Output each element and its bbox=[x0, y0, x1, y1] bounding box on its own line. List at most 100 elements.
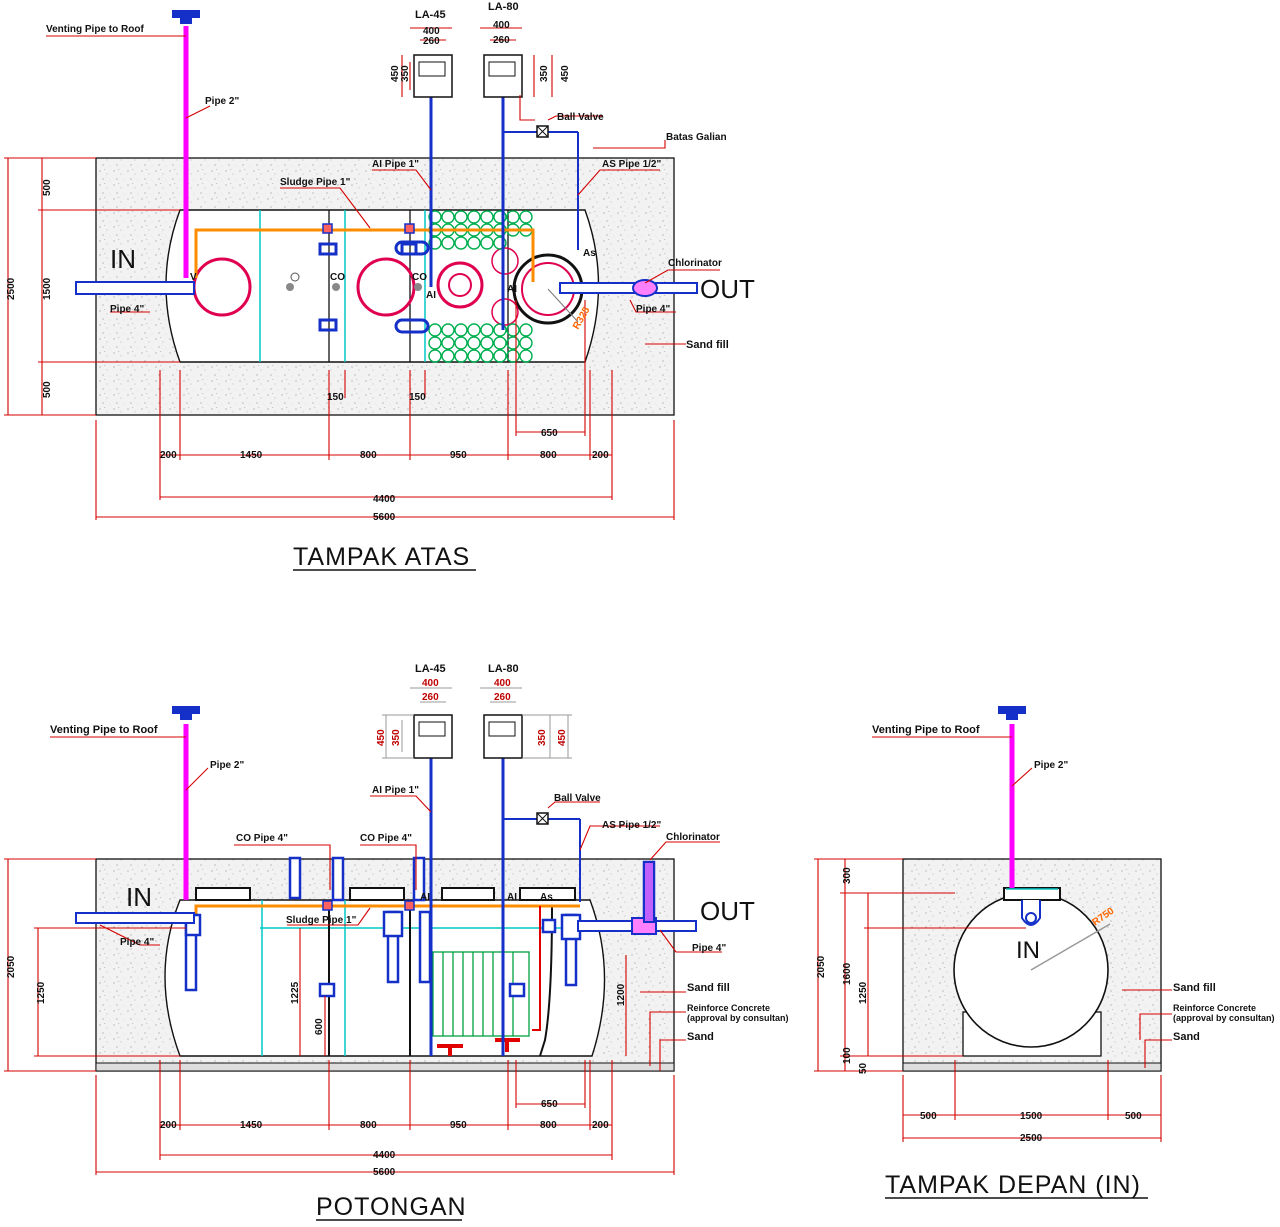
section-la45-label: LA-45 bbox=[415, 663, 446, 675]
section-in-label: IN bbox=[126, 882, 152, 912]
section-co-pipe-label-1: CO Pipe 4" bbox=[236, 833, 288, 844]
section-dim-1450: 1450 bbox=[240, 1120, 263, 1131]
front-venting-label: Venting Pipe to Roof bbox=[872, 724, 980, 736]
top-dim-500-a: 500 bbox=[42, 179, 53, 196]
top-ai-label-1: AI bbox=[426, 290, 436, 301]
top-la80-label: LA-80 bbox=[488, 1, 519, 13]
top-view: Venting Pipe to Roof Pipe 2" Sludge Pipe… bbox=[4, 1, 755, 571]
top-dim-200-a: 200 bbox=[160, 450, 177, 461]
front-dim-2050: 2050 bbox=[816, 955, 827, 978]
section-dim-800-a: 800 bbox=[360, 1120, 377, 1131]
top-dim-150-a: 150 bbox=[327, 392, 344, 403]
section-dim-450-b: 450 bbox=[557, 729, 568, 746]
top-pipe2-label: Pipe 2" bbox=[205, 96, 239, 107]
top-dim-200-b: 200 bbox=[592, 450, 609, 461]
section-dim-1225: 1225 bbox=[290, 981, 301, 1004]
top-dim-450-b: 450 bbox=[560, 65, 571, 82]
top-dim-650: 650 bbox=[541, 428, 558, 439]
section-sand-fill-label: Sand fill bbox=[687, 982, 730, 994]
front-vent-cap-icon bbox=[998, 706, 1026, 720]
top-venting-label: Venting Pipe to Roof bbox=[46, 24, 144, 35]
front-dim-1250: 1250 bbox=[858, 981, 869, 1004]
top-dim-2500: 2500 bbox=[6, 277, 17, 300]
top-dim-5600: 5600 bbox=[373, 512, 396, 523]
section-media bbox=[432, 951, 530, 1037]
section-dim-600: 600 bbox=[314, 1018, 325, 1035]
top-in-label: IN bbox=[110, 244, 136, 274]
top-as-pipe-label: AS Pipe 1/2" bbox=[602, 159, 661, 170]
section-pipe4-out-label: Pipe 4" bbox=[692, 943, 726, 954]
section-dim-1250: 1250 bbox=[36, 981, 47, 1004]
top-dim-800-a: 800 bbox=[360, 450, 377, 461]
section-dim-2050: 2050 bbox=[6, 955, 17, 978]
front-sand-fill-label: Sand fill bbox=[1173, 982, 1216, 994]
section-out-label: OUT bbox=[700, 896, 755, 926]
section-ai-label-1: AI bbox=[420, 892, 430, 903]
top-pipe4-out-label: Pipe 4" bbox=[636, 304, 670, 315]
section-sludge-label: Sludge Pipe 1" bbox=[286, 915, 357, 926]
top-la45-label: LA-45 bbox=[415, 9, 446, 21]
section-view-title: POTONGAN bbox=[316, 1193, 467, 1221]
front-dim-50: 50 bbox=[858, 1062, 869, 1074]
top-media-lower bbox=[428, 323, 533, 363]
top-batas-galian-label: Batas Galian bbox=[666, 132, 727, 143]
top-ai-label-2: AI bbox=[507, 284, 517, 295]
front-dim-500-a: 500 bbox=[920, 1111, 937, 1122]
section-reinforce-label: Reinforce Concrete bbox=[687, 1003, 770, 1013]
section-dim-200-a: 200 bbox=[160, 1120, 177, 1131]
section-dim-650: 650 bbox=[541, 1099, 558, 1110]
section-dim-450-a: 450 bbox=[376, 729, 387, 746]
section-as-label: As bbox=[540, 892, 553, 903]
section-pipe4-in-label: Pipe 4" bbox=[120, 937, 154, 948]
top-out-label: OUT bbox=[700, 274, 755, 304]
section-as-pipe-label: AS Pipe 1/2" bbox=[602, 820, 661, 831]
front-pipe2-label: Pipe 2" bbox=[1034, 760, 1068, 771]
top-co-label-2: CO bbox=[412, 272, 427, 283]
section-sand-label: Sand bbox=[687, 1031, 714, 1043]
section-chlorinator-label: Chlorinator bbox=[666, 832, 720, 843]
front-dim-1500: 1500 bbox=[1020, 1111, 1043, 1122]
section-dim-400-a: 400 bbox=[422, 678, 439, 689]
top-dim-400-a: 400 bbox=[423, 26, 440, 37]
top-dim-150-b: 150 bbox=[409, 392, 426, 403]
top-dim-800-b: 800 bbox=[540, 450, 557, 461]
section-venting-label: Venting Pipe to Roof bbox=[50, 724, 158, 736]
front-dim-1600: 1600 bbox=[842, 962, 853, 985]
front-in-label: IN bbox=[1016, 937, 1040, 964]
front-dim-2500: 2500 bbox=[1020, 1133, 1043, 1144]
top-dim-260-b: 260 bbox=[493, 35, 510, 46]
front-sand-label: Sand bbox=[1173, 1031, 1200, 1043]
top-dim-1450: 1450 bbox=[240, 450, 263, 461]
section-la80-label: LA-80 bbox=[488, 663, 519, 675]
section-dim-350-b: 350 bbox=[537, 729, 548, 746]
section-dim-1200: 1200 bbox=[616, 983, 627, 1006]
section-dim-4400: 4400 bbox=[373, 1150, 396, 1161]
top-vent-cap-icon bbox=[172, 10, 200, 24]
top-v-label: V bbox=[190, 272, 197, 283]
top-chlorinator-label: Chlorinator bbox=[668, 258, 722, 269]
section-approval-label: (approval by consultan) bbox=[687, 1013, 789, 1023]
top-dim-260-a: 260 bbox=[423, 36, 440, 47]
front-dim-500-b: 500 bbox=[1125, 1111, 1142, 1122]
section-dim-950: 950 bbox=[450, 1120, 467, 1131]
section-dim-800-b: 800 bbox=[540, 1120, 557, 1131]
top-dim-1500: 1500 bbox=[42, 277, 53, 300]
top-ai-pipe-label: AI Pipe 1" bbox=[372, 159, 419, 170]
top-dim-350-a: 350 bbox=[400, 65, 411, 82]
section-dim-200-b: 200 bbox=[592, 1120, 609, 1131]
section-co-pipe-label-2: CO Pipe 4" bbox=[360, 833, 412, 844]
front-view: Venting Pipe to Roof Pipe 2" Sand fill R… bbox=[814, 706, 1275, 1199]
top-dim-350-b: 350 bbox=[539, 65, 550, 82]
top-co-label-1: CO bbox=[330, 272, 345, 283]
top-view-title: TAMPAK ATAS bbox=[293, 543, 470, 571]
section-ai-pipe-label: AI Pipe 1" bbox=[372, 785, 419, 796]
section-ai-label-2: AI bbox=[507, 892, 517, 903]
top-dim-400-b: 400 bbox=[493, 20, 510, 31]
section-dim-260-a: 260 bbox=[422, 692, 439, 703]
section-dim-400-b: 400 bbox=[494, 678, 511, 689]
top-sand-fill-label: Sand fill bbox=[686, 339, 729, 351]
top-dim-4400: 4400 bbox=[373, 494, 396, 505]
section-pipe2-label: Pipe 2" bbox=[210, 760, 244, 771]
section-dim-350-a: 350 bbox=[391, 729, 402, 746]
